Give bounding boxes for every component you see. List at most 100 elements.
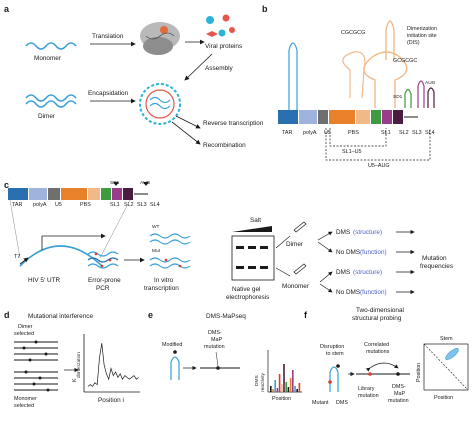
read-mutation-dot [24,370,28,374]
stem-label: Stem [440,336,453,342]
genome-segment [61,188,87,200]
monomer-label: Monomer [34,55,62,62]
map-mutation-leader [215,351,219,367]
sl1-u5-label: SL1–U5 [342,149,361,155]
genome-segment [48,188,60,200]
k-label: K [72,378,78,382]
gcgcgc-label: GCGCGC [393,58,417,64]
f-library-mutation-dot [368,372,372,376]
dimer-dms-label: DMS [336,229,350,236]
read-mutation-dot [34,340,38,344]
panel-e-title: DMS-MaPseq [206,313,246,320]
mapmut-label-1: DMS- [208,330,222,336]
b-seg-polya: polyA [303,130,317,136]
encapsidation-label: Encapsidation [88,90,129,97]
tar-hairpin-icon [288,42,298,110]
sl3-hairpin-icon [417,80,425,108]
proteins-to-virion-arrow [184,53,213,81]
dis-label-3: (DIS) [407,40,420,46]
wt-transcripts-icon [149,233,191,245]
zoom-line-left [9,199,21,259]
c-seg-sl1: SL1 [110,202,120,208]
monomer-nodms-arrow [319,283,333,293]
reactivity-bar [285,382,287,392]
d-xlabel: Position i [98,397,124,404]
monomer-reads [14,370,58,392]
pcr-label-1: Error-prone [88,277,121,284]
dimer-function-label: (function) [360,249,387,256]
reactivity-bar [298,383,301,392]
dimer-nodms-arrow [317,241,333,253]
panel-e-letter: e [148,310,153,320]
panel-f-title-1: Two-dimensional [356,307,404,314]
f-xlabel: Position [434,395,453,401]
reactivity-bar [296,389,298,392]
monomer-dms-arrow [319,271,333,283]
salt-label: Salt [250,217,261,224]
read-mutation-dot [22,346,26,350]
monomer-function-label: (function) [360,289,387,296]
modified-hairpin-icon [170,356,180,380]
disruption-label-1: Disruption [320,344,344,350]
correlated-label-1: Correlated [364,342,389,348]
library-label-2: mutation [358,393,379,399]
e-ylabel-1: DMS [254,375,260,386]
dis-label-2: initiation site [407,33,437,39]
read-mutation-dot [38,376,42,380]
interference-trace [87,343,139,387]
mutation-freq-label-2: frequencies [420,263,453,270]
gel-label-1: Native gel [232,286,260,293]
modified-label: Modified [162,342,182,348]
scalpel-icon [293,221,307,233]
c-seg-tar: TAR [12,202,22,208]
k-subscript: dimerization [76,352,82,378]
c-seg-pbs: PBS [80,202,91,208]
viral-proteins-label: Viral proteins [205,43,242,50]
monomer-nodms-label: No DMS [336,289,360,296]
dmsmap-label-1: DMS- [392,384,406,390]
e-ylabel-2: reactivity [260,372,266,392]
pcr-library-icon [87,251,119,269]
read-mutation-dot [46,388,50,392]
disruption-label-2: to stem [326,351,344,357]
pcr-label-2: PCR [96,285,110,292]
monomer-selected-1: Monomer [14,396,37,402]
genome-segment [112,188,122,200]
c-seg-polya: polyA [33,202,47,208]
reactivity-bar [276,388,279,392]
panel-a-letter: a [4,4,10,14]
gel-label-2: electrophoresis [226,294,269,301]
dmsmap-label-3: mutation [388,398,409,404]
correlation-arrow [365,362,399,372]
genome-segment [88,188,100,200]
stem-signal [445,348,459,360]
t7-arrow [19,257,29,265]
assembly-label: Assembly [205,65,234,72]
sd1-marker-icon [113,182,119,186]
monomer-structure-label: (structure) [353,269,382,276]
hiv-utr-rna-icon [19,245,103,267]
genome-segment [278,110,298,124]
reactivity-bar [281,384,283,392]
dimer-band-line [275,235,291,249]
genome-segment [393,110,403,124]
reactivity-bar [272,389,274,392]
mut-transcripts-icon [149,257,191,269]
read-mutation-dot [28,358,32,362]
genome-segment [123,188,133,200]
reactivity-bar [294,386,296,392]
mutant-label: Mutant [312,400,329,406]
b-seg-sl2: SL2 [399,130,409,136]
mutation-freq-label-1: Mutation [422,255,447,262]
u5-aug-bracket [325,128,431,161]
dis-label-1: Dimerization [407,26,437,32]
reactivity-bar [278,374,281,392]
ivt-label-1: In vitro [154,277,174,284]
reverse-transcription-arrow [175,115,201,129]
reactivity-bar [292,370,294,392]
salt-gradient-icon [232,226,272,232]
panel-e: e DMS-MaPseq Modified DMS- MaP mutation … [148,310,302,402]
c-monomer-label: Monomer [282,283,310,290]
viral-proteins-icon [206,14,235,37]
panel-f: f Two-dimensional structural probing Dis… [304,307,469,406]
